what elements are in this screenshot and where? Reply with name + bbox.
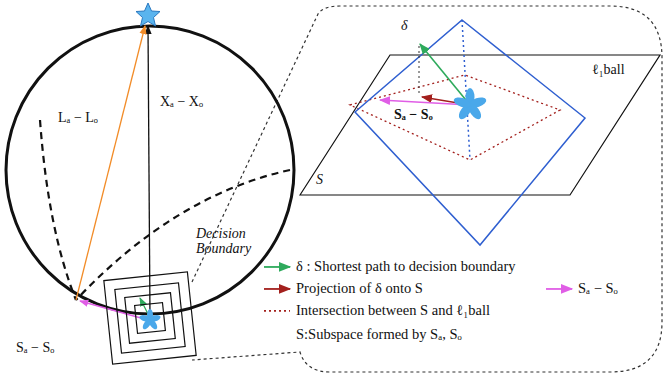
s-difference-arrow: [80, 301, 148, 320]
decision-boundary: [40, 120, 76, 300]
subspace-plane: [300, 55, 660, 195]
l-difference-arrow: [76, 26, 145, 300]
legend-entry: Projection of δ onto S: [296, 281, 423, 297]
vector-label: Sₐ − Sₒ: [392, 107, 435, 122]
x-difference-arrow: [148, 26, 150, 318]
legend-entry: δ : Shortest path to decision boundary: [296, 259, 515, 275]
boundary-label: Decision Boundary: [196, 226, 266, 257]
callout-outline: [192, 6, 662, 372]
nested-squares: [104, 272, 196, 364]
legend-entry: Sₐ − Sₒ: [578, 281, 618, 297]
vector-label: Xₐ − Xₒ: [160, 94, 203, 109]
ball-label: ℓ₁ball: [590, 62, 627, 77]
plane-label: S: [316, 172, 323, 187]
legend-entry: S:Subspace formed by Sₐ, Sₒ: [296, 327, 462, 343]
l1-ball: [355, 20, 585, 245]
vector-label: Lₐ − Lₒ: [58, 110, 98, 125]
legend-sample: [546, 288, 572, 290]
drop-line: [419, 46, 420, 96]
delta-label: δ: [401, 18, 408, 33]
source-flower: [139, 309, 162, 331]
shortest-path-arrow: [420, 44, 470, 105]
legend-sample: [264, 310, 290, 312]
legend-entry: Intersection between S and ℓ₁ball: [296, 303, 490, 319]
target-star: [136, 3, 160, 26]
vector-label: Sₐ − Sₒ: [16, 340, 54, 355]
legend-sample: [264, 288, 290, 290]
legend-sample: [264, 266, 290, 268]
source-flower: [452, 88, 487, 121]
